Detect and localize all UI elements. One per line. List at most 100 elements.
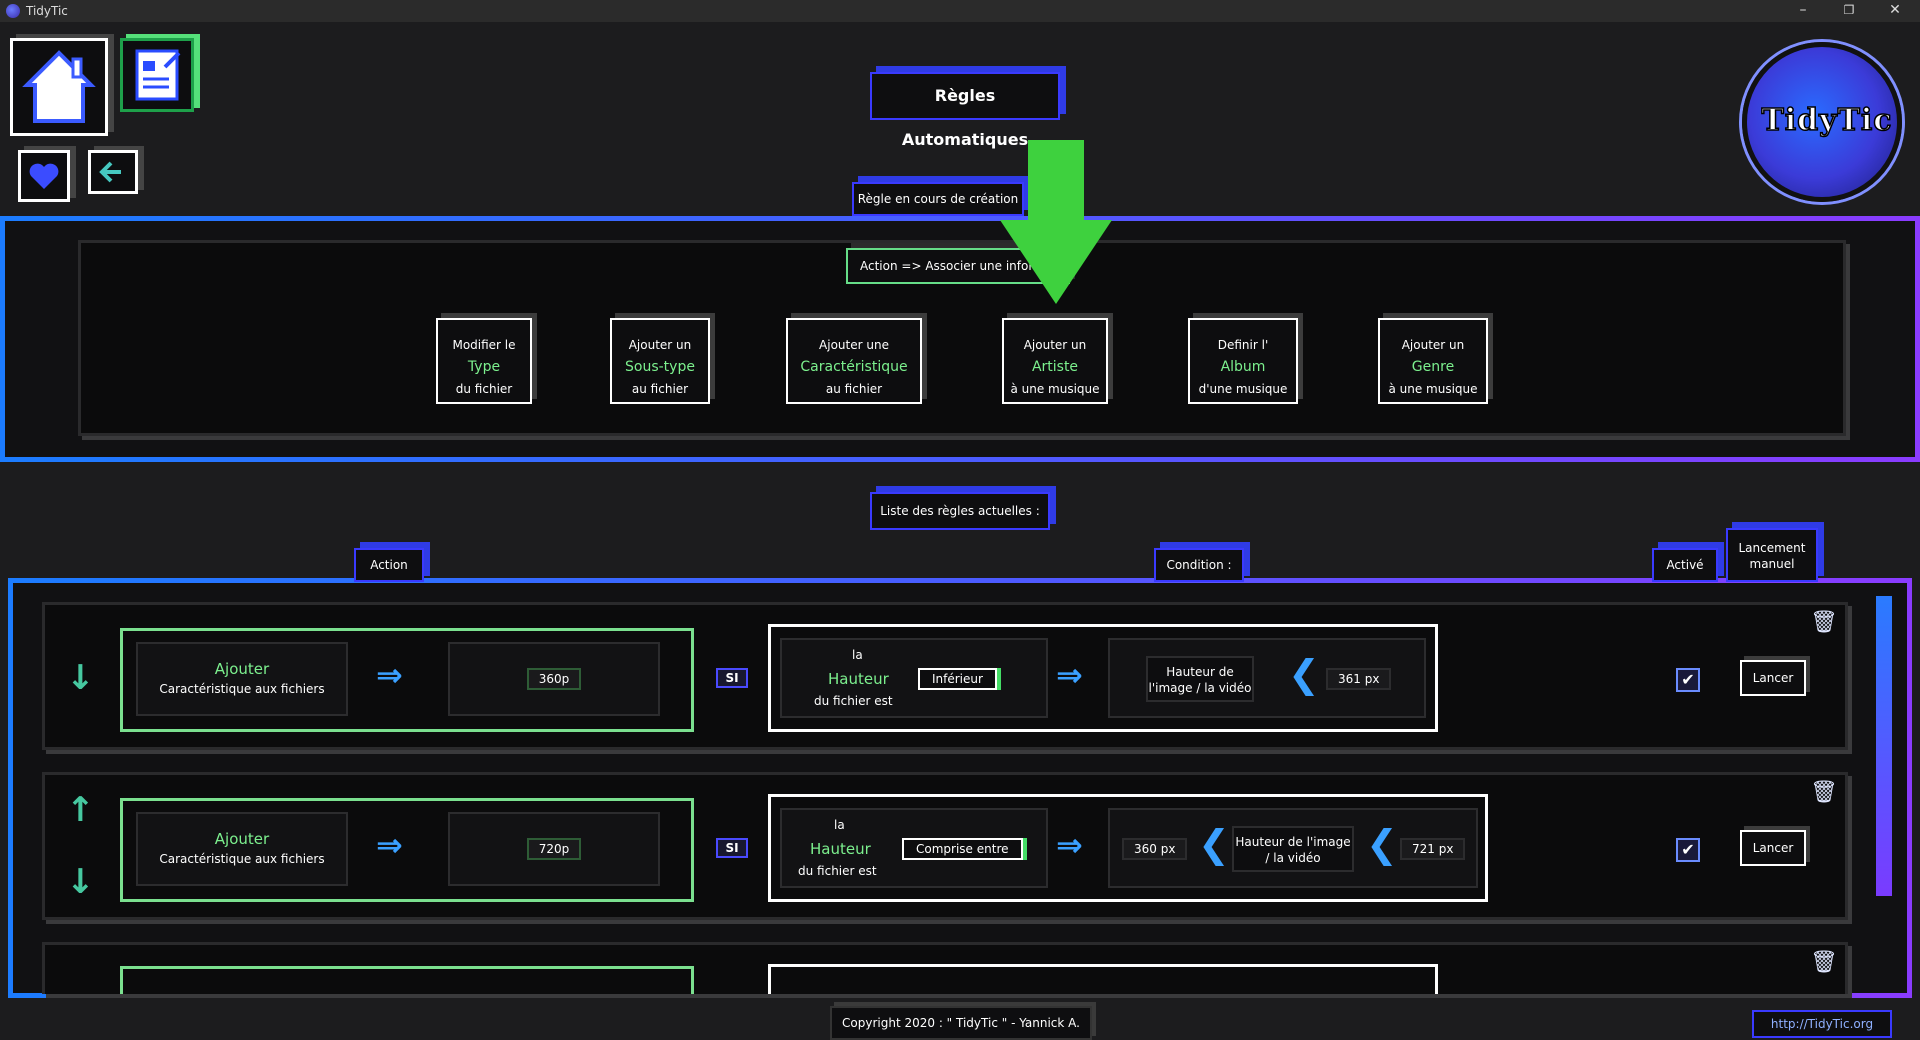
favorites-button[interactable] bbox=[18, 150, 70, 202]
option-line: Ajouter un bbox=[628, 338, 692, 352]
close-button[interactable]: ✕ bbox=[1889, 2, 1901, 18]
cond-la: la bbox=[834, 818, 845, 832]
home-button[interactable] bbox=[10, 38, 108, 136]
tidytic-logo: TidyTic bbox=[1742, 42, 1902, 202]
si-badge: SI bbox=[716, 838, 748, 858]
option-line: à une musique bbox=[1388, 382, 1478, 396]
bound-left: 360 px bbox=[1122, 838, 1188, 860]
back-button[interactable] bbox=[88, 150, 138, 194]
option-line: au fichier bbox=[825, 382, 883, 396]
launch-button[interactable]: Lancer bbox=[1740, 830, 1806, 866]
rule-condition-box bbox=[768, 964, 1438, 994]
column-launch: Lancement manuel bbox=[1726, 528, 1818, 582]
creation-label: Règle en cours de création : bbox=[852, 182, 1024, 236]
active-checkbox[interactable]: ✔ bbox=[1676, 838, 1700, 862]
option-line: d'une musique bbox=[1198, 382, 1288, 396]
rule-action-type: Ajouter Caractéristique aux fichiers bbox=[136, 812, 348, 886]
column-condition: Condition : bbox=[1154, 548, 1244, 582]
option-highlight: Artiste bbox=[1031, 359, 1079, 375]
edit-rules-button[interactable] bbox=[120, 38, 194, 112]
move-up-icon[interactable]: ↑ bbox=[66, 790, 95, 830]
move-down-icon[interactable]: ↓ bbox=[66, 658, 95, 698]
target-field: Hauteur de l'image / la vidéo bbox=[1232, 826, 1354, 872]
option-define-album[interactable]: Definir l' Album d'une musique bbox=[1188, 318, 1298, 404]
option-line: Ajouter une bbox=[819, 338, 889, 352]
option-highlight: Caractéristique bbox=[800, 359, 908, 375]
condition-target: Hauteur de l'image / la vidéo ❮ 361 px bbox=[1108, 638, 1426, 718]
green-arrow-head-icon bbox=[1000, 220, 1112, 304]
minimize-button[interactable]: – bbox=[1799, 2, 1807, 18]
option-modify-type[interactable]: Modifier le Type du fichier bbox=[436, 318, 532, 404]
arrow-left-icon bbox=[99, 161, 121, 183]
scrollbar[interactable] bbox=[1876, 596, 1892, 896]
operator-select[interactable]: Inférieur bbox=[918, 668, 997, 690]
trash-icon[interactable]: 🗑 bbox=[1810, 610, 1838, 635]
action-subtitle: Caractéristique aux fichiers bbox=[159, 682, 325, 696]
trash-icon[interactable]: 🗑 bbox=[1810, 780, 1838, 805]
si-badge: SI bbox=[716, 668, 748, 688]
condition-target: 360 px ❮ Hauteur de l'image / la vidéo ❮… bbox=[1108, 808, 1478, 888]
value-chip: 360p bbox=[526, 668, 582, 690]
title-bar: TidyTic – ❐ ✕ bbox=[0, 0, 1920, 22]
option-line: Definir l' bbox=[1217, 338, 1269, 352]
option-line: Ajouter un bbox=[1401, 338, 1465, 352]
cond-of: du fichier est bbox=[798, 864, 877, 878]
move-down-icon[interactable]: ↓ bbox=[66, 862, 95, 902]
arrow-right-icon: ⇒ bbox=[376, 826, 403, 864]
less-than-icon: ❮ bbox=[1198, 822, 1230, 866]
document-edit-icon bbox=[135, 49, 181, 101]
bound-right: 361 px bbox=[1326, 668, 1392, 690]
option-add-genre[interactable]: Ajouter un Genre à une musique bbox=[1378, 318, 1488, 404]
less-than-icon: ❮ bbox=[1288, 652, 1320, 696]
cond-of: du fichier est bbox=[814, 694, 893, 708]
option-line: Modifier le bbox=[452, 338, 516, 352]
option-line: Ajouter un bbox=[1023, 338, 1087, 352]
option-line: à une musique bbox=[1010, 382, 1100, 396]
option-add-artist[interactable]: Ajouter un Artiste à une musique bbox=[1002, 318, 1108, 404]
column-action: Action bbox=[354, 548, 424, 582]
less-than-icon: ❮ bbox=[1366, 822, 1398, 866]
app-icon bbox=[6, 4, 20, 18]
option-add-subtype[interactable]: Ajouter un Sous-type au fichier bbox=[610, 318, 710, 404]
launch-button[interactable]: Lancer bbox=[1740, 660, 1806, 696]
action-subtitle: Caractéristique aux fichiers bbox=[159, 852, 325, 866]
action-title: Ajouter bbox=[214, 830, 270, 848]
copyright: Copyright 2020 : " TidyTic " - Yannick A… bbox=[830, 1006, 1092, 1040]
heart-icon bbox=[29, 163, 59, 189]
condition-subject: la Hauteur du fichier est Comprise entre bbox=[780, 808, 1048, 888]
arrow-right-icon: ⇒ bbox=[1056, 656, 1083, 694]
action-title: Ajouter bbox=[214, 660, 270, 678]
rule-action-box bbox=[120, 966, 694, 994]
rule-value-box: 720p bbox=[448, 812, 660, 886]
restore-button[interactable]: ❐ bbox=[1843, 3, 1855, 17]
cond-property: Hauteur bbox=[810, 840, 871, 858]
home-icon bbox=[22, 50, 96, 123]
option-highlight: Genre bbox=[1411, 359, 1455, 375]
operator-select[interactable]: Comprise entre bbox=[902, 838, 1023, 860]
rule-value-box: 360p bbox=[448, 642, 660, 716]
cond-property: Hauteur bbox=[828, 670, 889, 688]
condition-subject: la Hauteur du fichier est Inférieur bbox=[780, 638, 1048, 718]
logo-text: TidyTic bbox=[1761, 102, 1893, 139]
creation-inner-panel bbox=[78, 240, 1846, 436]
window-title: TidyTic bbox=[26, 4, 68, 18]
website-link[interactable]: http://TidyTic.org bbox=[1752, 1010, 1892, 1038]
cond-la: la bbox=[852, 648, 863, 662]
value-chip: 720p bbox=[526, 838, 582, 860]
page-title: Règles Automatiques bbox=[870, 72, 1060, 149]
rules-list-label: Liste des règles actuelles : bbox=[870, 492, 1050, 530]
green-arrow-down-icon bbox=[1028, 140, 1084, 220]
trash-icon[interactable]: 🗑 bbox=[1810, 950, 1838, 975]
active-checkbox[interactable]: ✔ bbox=[1676, 668, 1700, 692]
option-line: au fichier bbox=[631, 382, 689, 396]
target-field: Hauteur de l'image / la vidéo bbox=[1146, 656, 1254, 702]
arrow-right-icon: ⇒ bbox=[376, 656, 403, 694]
option-highlight: Type bbox=[467, 359, 501, 375]
option-line: du fichier bbox=[455, 382, 513, 396]
rule-action-type: Ajouter Caractéristique aux fichiers bbox=[136, 642, 348, 716]
arrow-right-icon: ⇒ bbox=[1056, 826, 1083, 864]
option-highlight: Album bbox=[1220, 359, 1266, 375]
option-add-characteristic[interactable]: Ajouter une Caractéristique au fichier bbox=[786, 318, 922, 404]
bound-right: 721 px bbox=[1400, 838, 1466, 860]
option-highlight: Sous-type bbox=[625, 359, 695, 375]
